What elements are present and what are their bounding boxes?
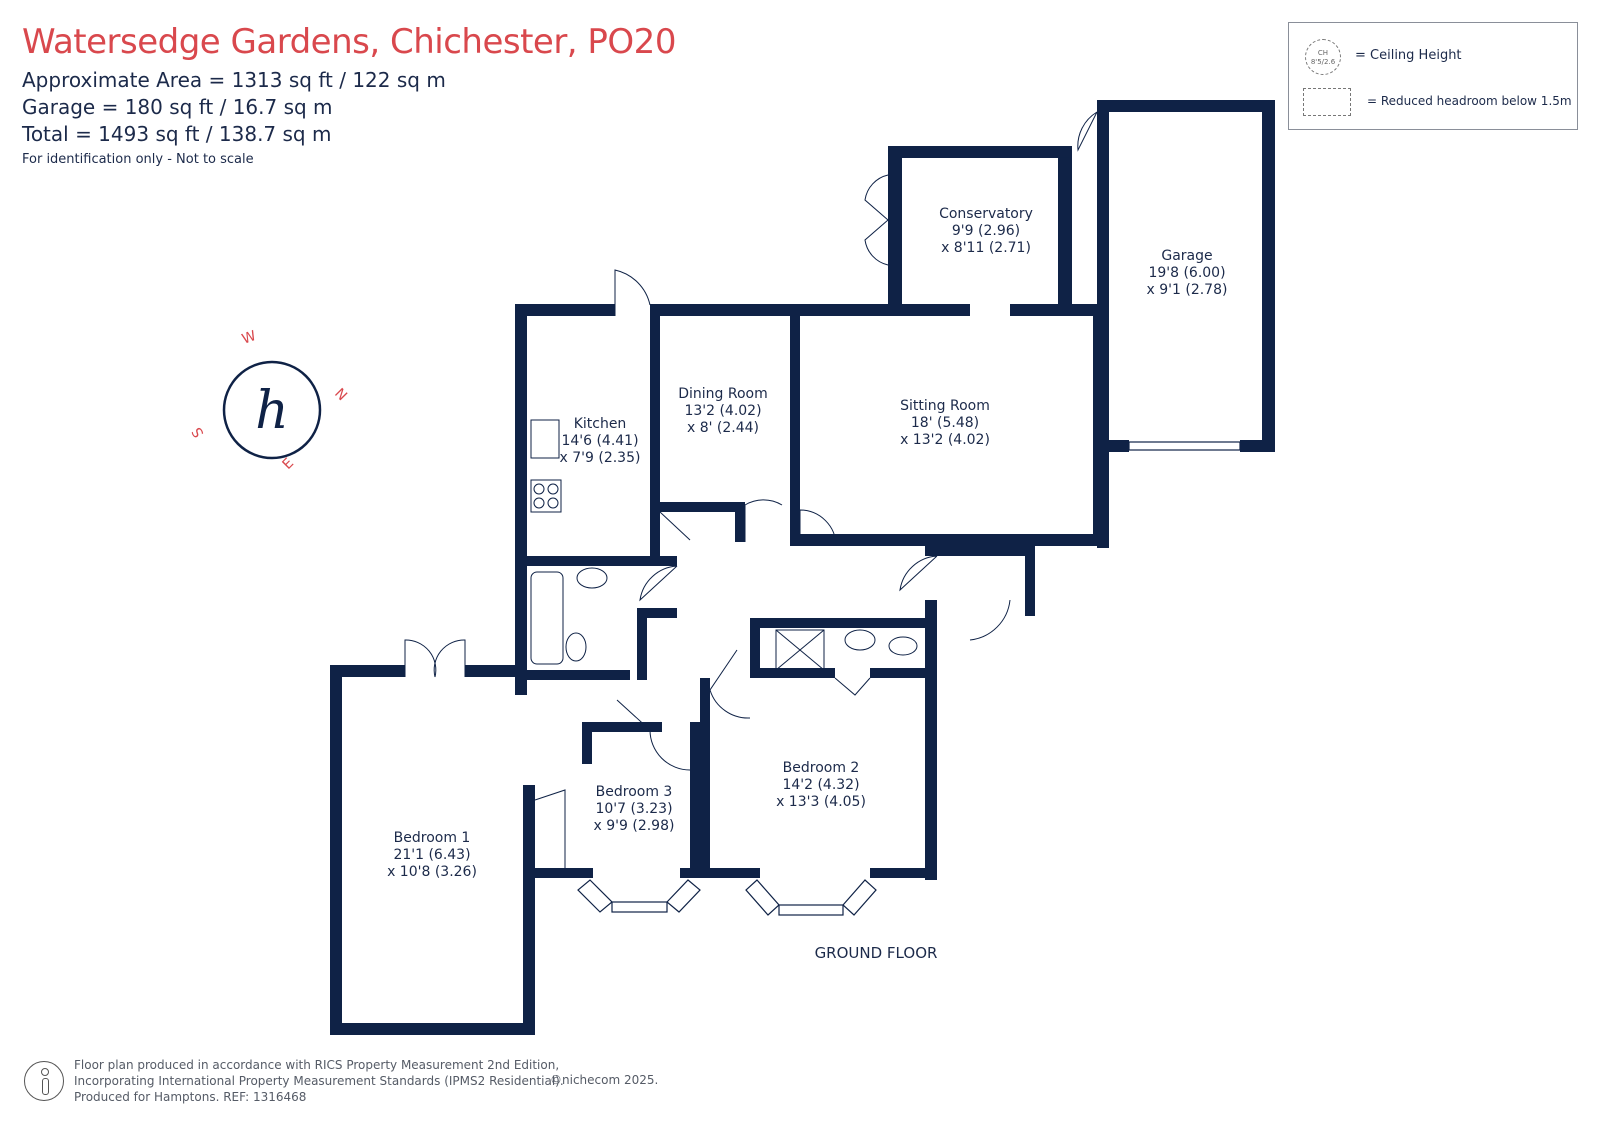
room-name: Bedroom 3 xyxy=(596,784,673,800)
room-name: Bedroom 2 xyxy=(783,760,860,776)
footer-text: Floor plan produced in accordance with R… xyxy=(74,1057,564,1105)
basin-icon xyxy=(576,567,608,589)
footer-line: Incorporating International Property Mea… xyxy=(74,1074,564,1088)
windows xyxy=(516,149,1241,996)
identification-note: For identification only - Not to scale xyxy=(22,152,254,167)
hob-icon xyxy=(530,479,562,513)
area-total: Total = 1493 sq ft / 138.7 sq m xyxy=(22,122,332,146)
compass-s: S xyxy=(189,424,207,440)
room-dimension: x 7'9 (2.35) xyxy=(560,450,641,466)
room-name: Conservatory xyxy=(939,206,1033,222)
room-dimension: x 13'2 (4.02) xyxy=(900,432,990,448)
fixtures xyxy=(530,419,918,671)
compass-logo: h xyxy=(255,381,289,441)
room-name: Garage xyxy=(1161,248,1212,264)
compass-e: E xyxy=(280,455,298,473)
info-person-icon xyxy=(24,1061,64,1101)
room-dimension: x 9'1 (2.78) xyxy=(1147,282,1228,298)
area-garage: Garage = 180 sq ft / 16.7 sq m xyxy=(22,95,333,119)
doors xyxy=(404,111,1098,870)
toilet-icon xyxy=(888,636,918,656)
reduced-headroom-icon xyxy=(1303,88,1351,116)
room-name: Sitting Room xyxy=(900,398,990,414)
bath-icon xyxy=(530,571,564,665)
ceiling-height-label: = Ceiling Height xyxy=(1355,48,1462,63)
sink-icon xyxy=(530,419,560,459)
compass-n: N xyxy=(331,386,350,405)
walls xyxy=(330,100,1275,1035)
footer-line: Floor plan produced in accordance with R… xyxy=(74,1058,560,1072)
room-dimension: 19'8 (6.00) xyxy=(1148,265,1225,281)
room-dimension: 9'9 (2.96) xyxy=(952,223,1020,239)
room-name: Kitchen xyxy=(574,416,627,432)
compass-w: W xyxy=(240,328,259,348)
room-dimension: 14'6 (4.41) xyxy=(561,433,638,449)
compass: h N E S W xyxy=(189,328,350,473)
shower-icon xyxy=(775,629,825,671)
page-title: Watersedge Gardens, Chichester, PO20 xyxy=(22,22,676,62)
toilet-icon xyxy=(565,632,587,662)
room-dimension: 13'2 (4.02) xyxy=(684,403,761,419)
room-dimension: x 8' (2.44) xyxy=(687,420,759,436)
room-name: Bedroom 1 xyxy=(394,830,471,846)
room-dimension: x 9'9 (2.98) xyxy=(594,818,675,834)
room-dimension: 21'1 (6.43) xyxy=(393,847,470,863)
copyright: ©nichecom 2025. xyxy=(550,1073,659,1087)
floor-label: GROUND FLOOR xyxy=(815,944,938,962)
reduced-headroom-label: = Reduced headroom below 1.5m xyxy=(1367,94,1572,108)
room-dimension: x 8'11 (2.71) xyxy=(941,240,1031,256)
room-dimension: x 13'3 (4.05) xyxy=(776,794,866,810)
area-approximate: Approximate Area = 1313 sq ft / 122 sq m xyxy=(22,68,446,92)
footer-line: Produced for Hamptons. REF: 1316468 xyxy=(74,1090,307,1104)
room-dimension: 10'7 (3.23) xyxy=(595,801,672,817)
basin-icon xyxy=(844,629,876,651)
room-dimension: 18' (5.48) xyxy=(911,415,979,431)
room-dimension: 14'2 (4.32) xyxy=(782,777,859,793)
room-dimension: x 10'8 (3.26) xyxy=(387,864,477,880)
room-name: Dining Room xyxy=(678,386,768,402)
compass-ring xyxy=(222,360,322,460)
